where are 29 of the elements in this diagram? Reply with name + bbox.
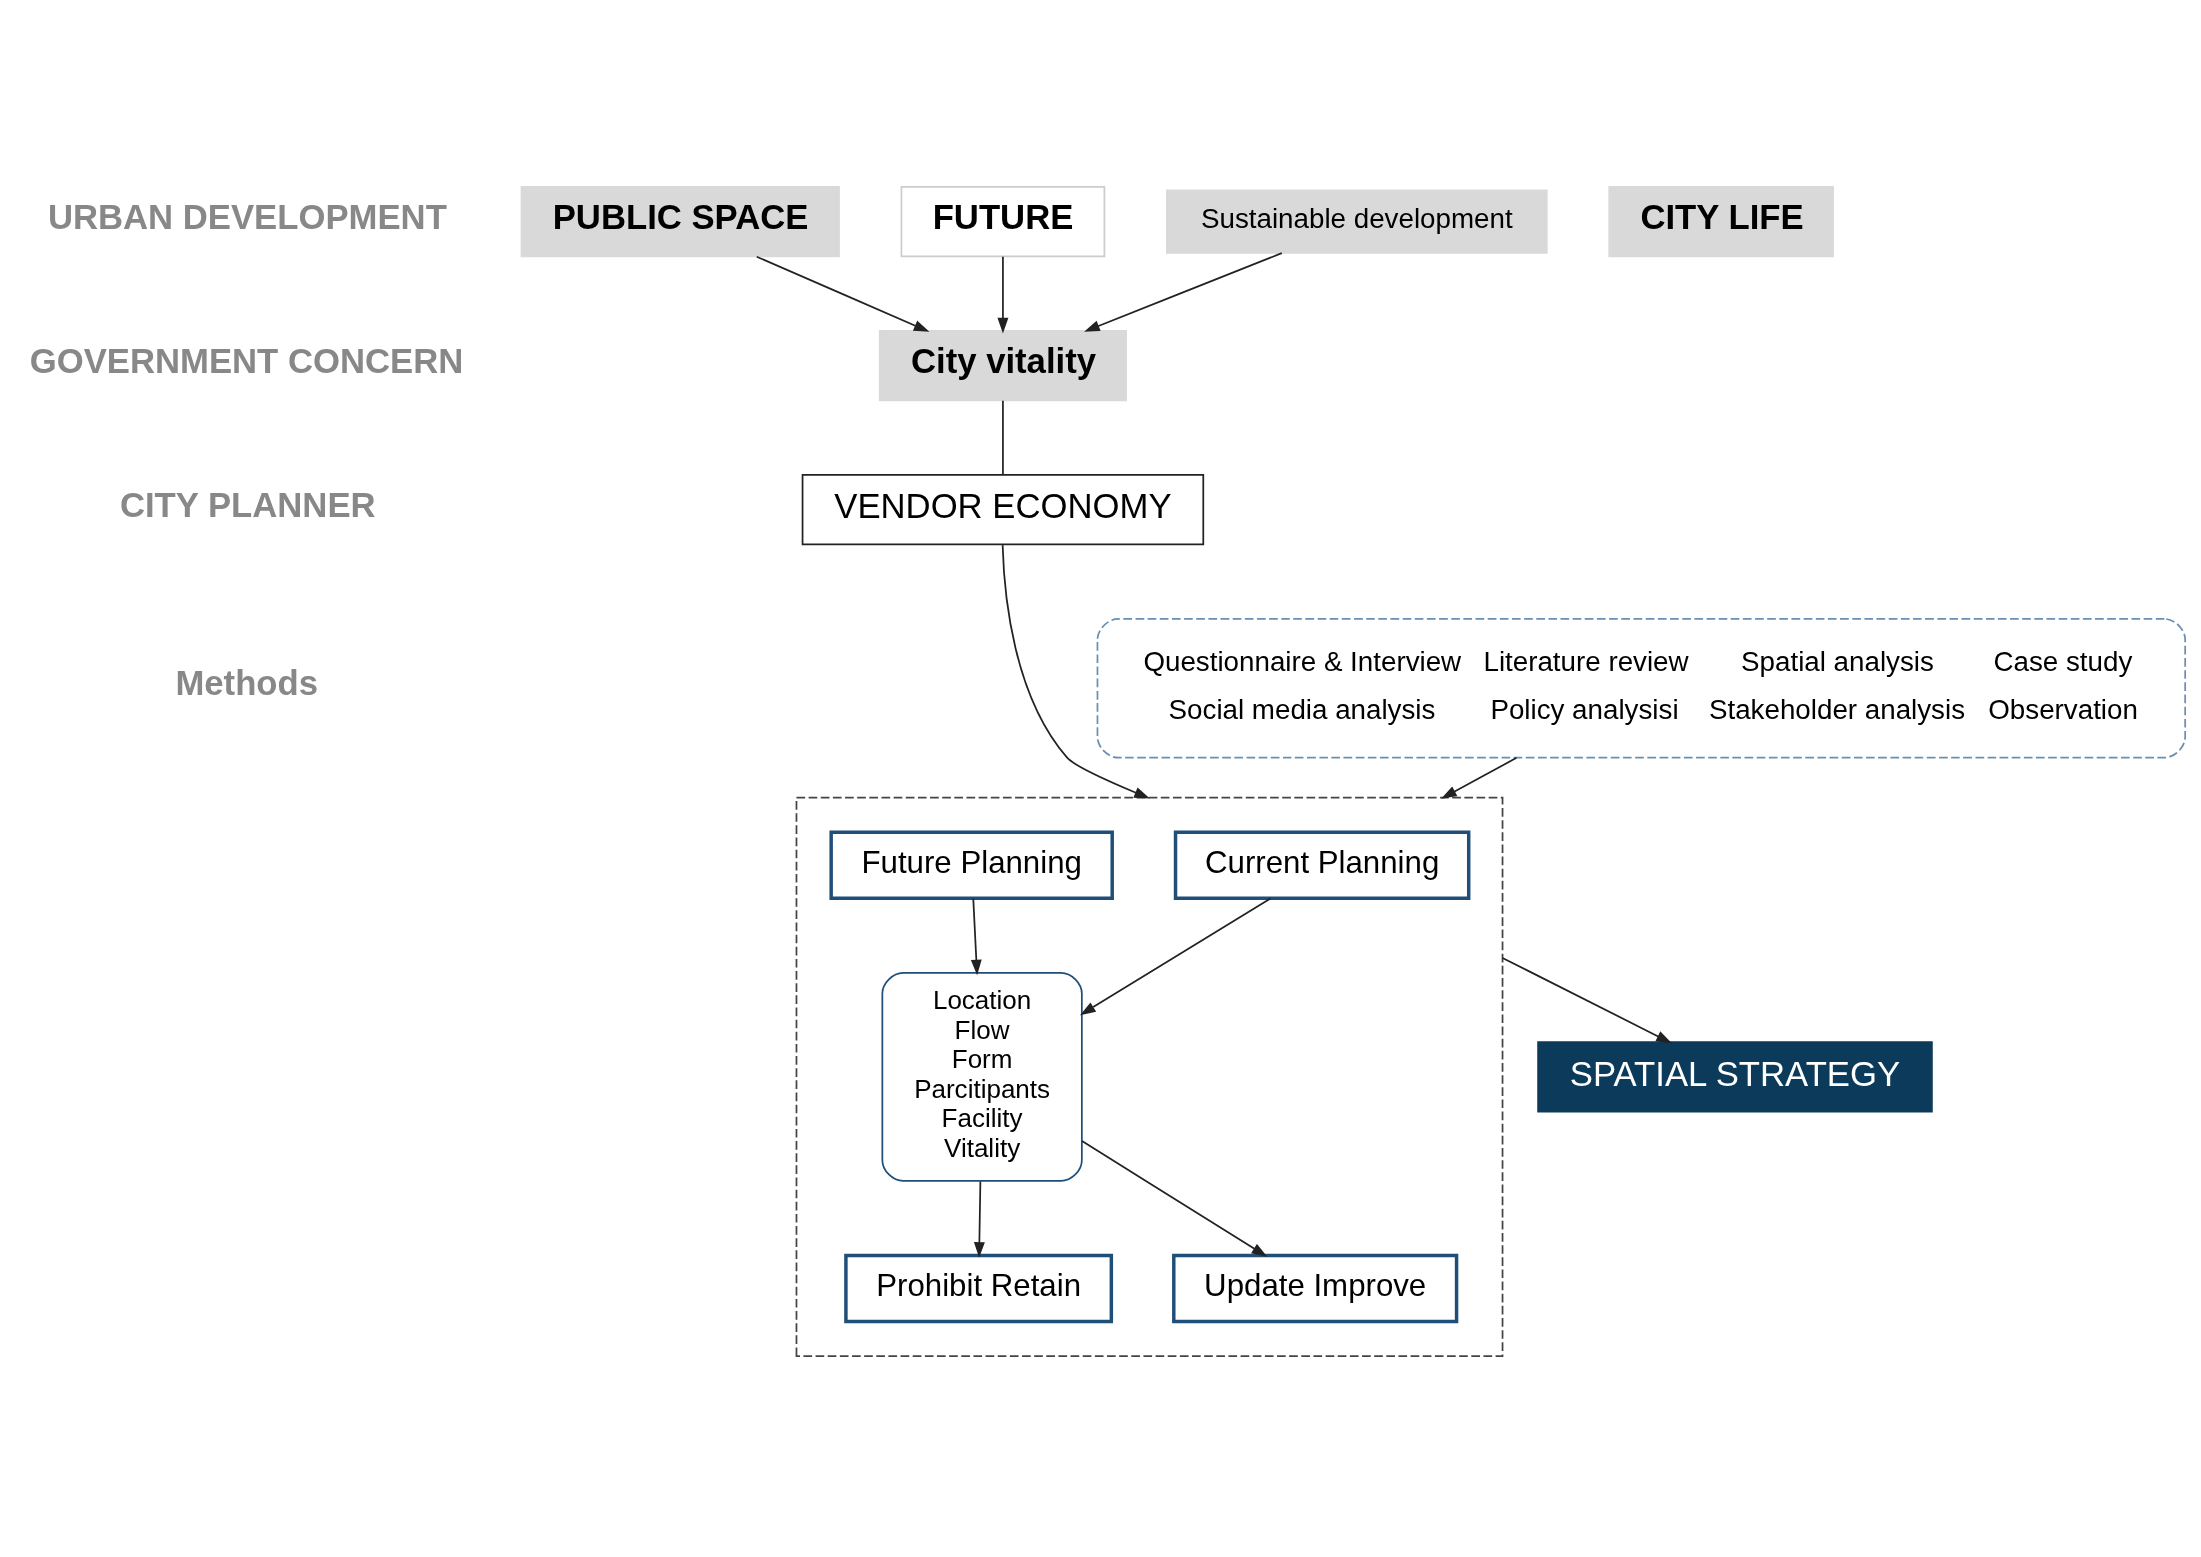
node-box: Sustainable development [1166, 189, 1548, 254]
label: URBAN DEVELOPMENT [47, 197, 447, 236]
node-box: City vitality [878, 330, 1127, 402]
connector [1002, 399, 1004, 476]
node-box: FUTURE [900, 186, 1106, 258]
arrow [973, 1180, 985, 1258]
node-box: Questionnaire & Interview Literature review Spatial analysis Case study Social media analysis Policy analysisi Stakeholder analysis Observation [1096, 618, 2187, 759]
arrow [997, 255, 1009, 334]
arrow [1441, 756, 1518, 799]
arrow [1080, 897, 1272, 1016]
arrow [1501, 957, 1672, 1044]
cluster [795, 796, 1504, 1358]
node-box: CITY LIFE [1608, 186, 1834, 258]
arrow [970, 897, 982, 976]
node-box: Prohibit Retain [844, 1253, 1114, 1324]
label: Methods [175, 664, 319, 703]
arrow [1081, 1140, 1268, 1257]
node-box: Location Flow Form Parcitipants Facility Vitality [881, 971, 1083, 1182]
label: GOVERNMENT CONCERN [29, 341, 464, 380]
node-box: PUBLIC SPACE [520, 186, 840, 258]
arrow [1001, 544, 1150, 799]
arrow [1084, 252, 1283, 332]
node-box: Current Planning [1173, 830, 1471, 900]
arrow [755, 255, 930, 332]
node-box: Update Improve [1172, 1253, 1459, 1324]
label: CITY PLANNER [119, 485, 376, 524]
node-box: SPATIAL STRATEGY [1537, 1041, 1933, 1113]
node-box: VENDOR ECONOMY [801, 474, 1205, 546]
node-box: Future Planning [829, 830, 1114, 900]
